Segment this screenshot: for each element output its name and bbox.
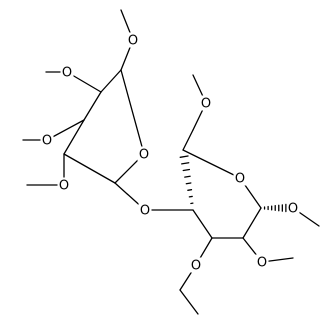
oxygen-atom: O: [126, 32, 140, 49]
atom-label-background: [233, 170, 247, 186]
atom-label: O: [288, 202, 298, 217]
atom-label-background: [40, 132, 54, 148]
hashed-wedge-bond: [263, 203, 291, 213]
bond-layer: [22, 9, 320, 315]
hash-stroke: [181, 162, 190, 165]
oxygen-atom: O: [137, 146, 151, 163]
hash-stroke: [179, 155, 189, 158]
hash-stroke: [182, 168, 191, 172]
single-bond: [120, 69, 145, 155]
atom-label: O: [59, 179, 69, 194]
atom-label-background: [137, 146, 151, 162]
atom-label-background: [57, 177, 71, 193]
atom-label: O: [201, 97, 211, 112]
single-bond: [63, 153, 116, 184]
oxygen-atom: O: [57, 177, 71, 194]
single-bond: [179, 289, 199, 315]
atom-label-background: [199, 95, 213, 111]
oxygen-atom: O: [60, 64, 74, 81]
hash-stroke: [187, 189, 193, 191]
single-bond: [63, 119, 85, 155]
oxygen-atom: O: [255, 254, 269, 271]
hash-stroke: [184, 175, 191, 178]
single-bond: [242, 207, 262, 239]
hash-stroke: [185, 182, 192, 185]
atom-label: O: [235, 172, 245, 187]
atom-label: O: [140, 204, 150, 219]
atom-label: O: [62, 66, 72, 81]
atom-label: O: [257, 256, 267, 271]
oxygen-atom: O: [233, 170, 247, 187]
atom-label: O: [139, 148, 149, 163]
single-bond: [192, 209, 213, 239]
oxygen-atom: O: [189, 257, 203, 274]
atom-label: O: [128, 34, 138, 49]
atom-label: O: [42, 134, 52, 149]
atom-label-background: [126, 32, 140, 48]
single-bond: [182, 129, 194, 151]
oxygen-atom: O: [138, 202, 152, 219]
oxygen-atom: O: [286, 200, 300, 217]
hashed-wedge-bond: [179, 155, 194, 205]
atom-label-background: [60, 64, 74, 80]
atom-label-background: [138, 202, 152, 218]
oxygen-atom: O: [199, 95, 213, 112]
single-bond: [83, 91, 102, 121]
single-bond: [182, 149, 241, 179]
atom-layer: O O O O O O O O O O O: [40, 32, 300, 274]
atom-label: O: [191, 259, 201, 274]
atom-label-background: [286, 200, 300, 216]
oxygen-atom: O: [40, 132, 54, 149]
atom-label-background: [189, 257, 203, 273]
single-bond: [100, 69, 122, 93]
atom-label-background: [255, 254, 269, 270]
